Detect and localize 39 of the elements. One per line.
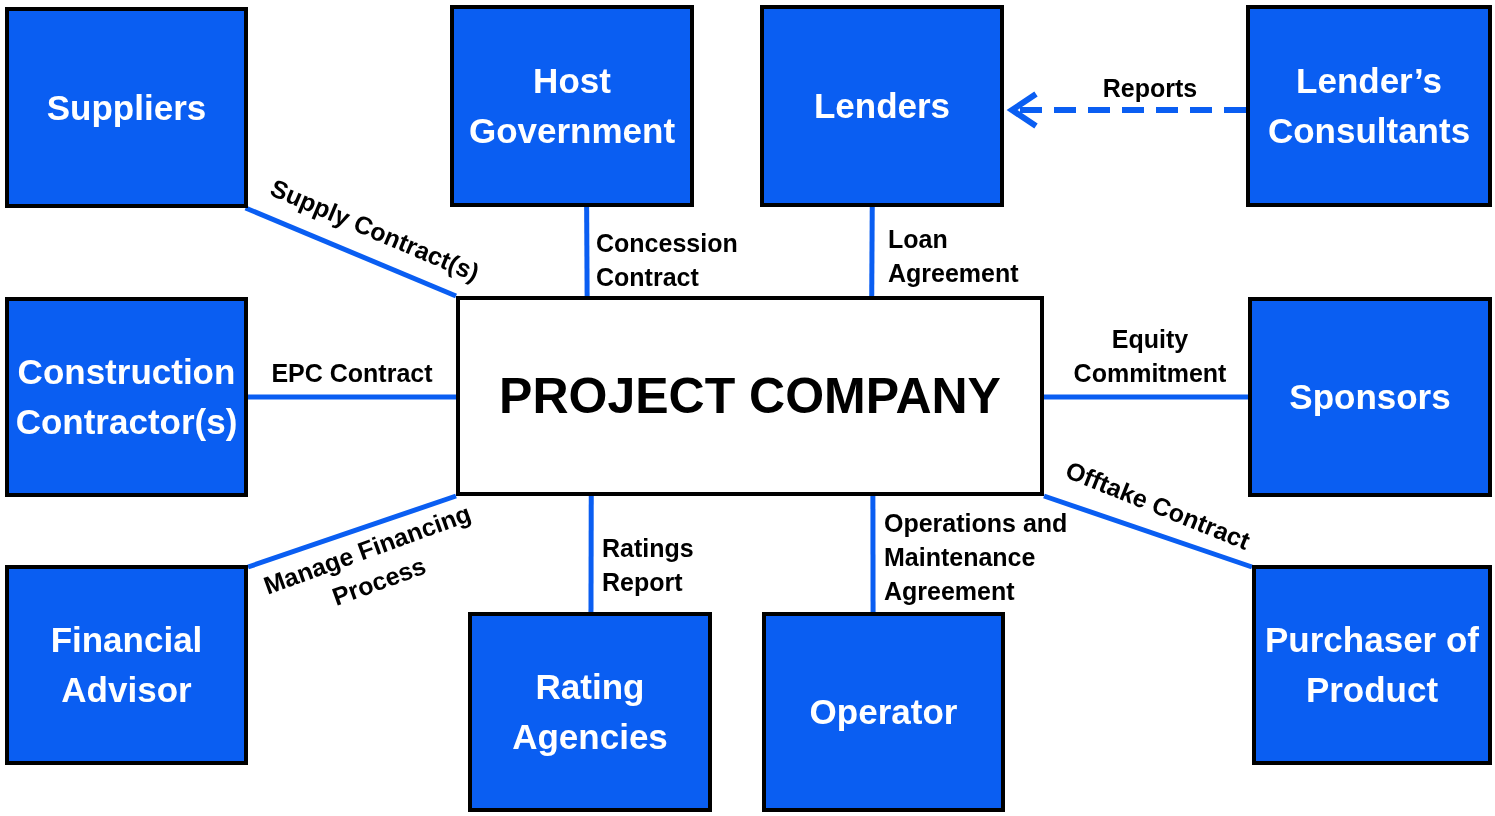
party-box [1248, 297, 1492, 497]
node-label: Construction Contractor(s) [14, 351, 239, 443]
party-box [5, 565, 248, 765]
node-label: Financial Advisor [49, 619, 204, 711]
party-box [5, 7, 248, 208]
node-label: Suppliers [46, 86, 207, 129]
central-box [456, 296, 1044, 496]
edge-label: EPC Contract [270, 358, 434, 389]
connector-line [588, 496, 594, 612]
node-label: Purchaser of Product [1264, 619, 1480, 711]
edge-label: Reports [1101, 73, 1199, 104]
node-label: Sponsors [1289, 376, 1451, 418]
node-label: Lenders [813, 85, 951, 127]
edge-label: Equity Commitment [1072, 324, 1228, 389]
connector-line [1044, 394, 1248, 400]
party-box [762, 612, 1005, 812]
edge-label: Loan Agreement [888, 224, 1020, 289]
node-label: Lender’s Consultants [1266, 60, 1472, 152]
node-label: Rating Agencies [511, 666, 669, 758]
connector-line [247, 493, 457, 570]
connector-line [584, 207, 590, 296]
edge-label: Operations and Maintenance Agreement [884, 508, 1069, 607]
party-box [468, 612, 712, 812]
connector-line [248, 394, 456, 400]
party-box [1252, 565, 1492, 765]
party-box [760, 5, 1004, 207]
edge-label: Concession Contract [596, 228, 739, 293]
node-label: PROJECT COMPANY [499, 367, 1001, 426]
party-box [5, 297, 248, 497]
connector-line [869, 207, 875, 296]
party-box [450, 5, 694, 207]
connector-line [244, 205, 457, 299]
node-label: Operator [809, 691, 958, 733]
connector-line [1009, 91, 1246, 130]
party-box [1246, 5, 1492, 207]
connector-line [1043, 493, 1253, 570]
node-label: Host Government [467, 60, 677, 152]
edge-label: Ratings Report [602, 533, 695, 598]
connector-line [870, 496, 876, 612]
